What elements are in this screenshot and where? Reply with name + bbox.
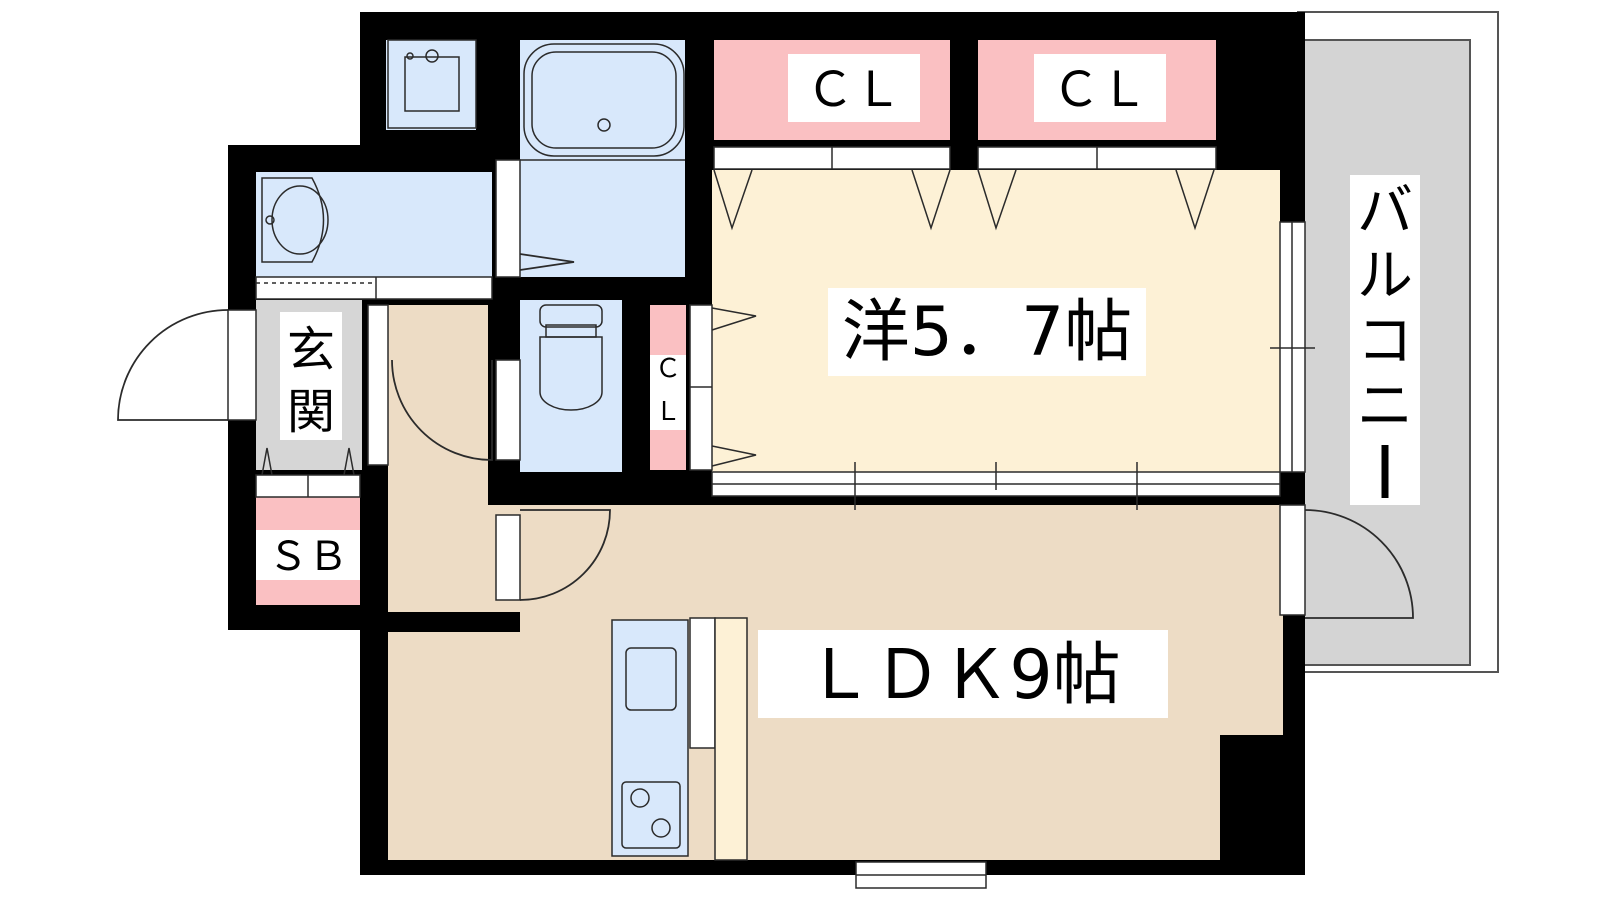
- closet-1-label: ＣＬ: [788, 54, 920, 122]
- balcony: [1297, 11, 1499, 673]
- toilet-icon: [539, 304, 603, 411]
- door-swings: [117, 253, 1414, 619]
- closet-1-text: ＣＬ: [806, 62, 902, 118]
- closet-3-text-top: Ｃ: [655, 354, 681, 384]
- kitchen-sink-icon: [611, 619, 689, 857]
- bathtub-icon: [520, 43, 685, 161]
- closet-fronts: [255, 146, 1217, 498]
- ldk-label: ＬＤＫ9帖: [758, 630, 1168, 718]
- closet-2-text: ＣＬ: [1052, 62, 1148, 118]
- western-room-label: 洋5．7帖: [828, 288, 1146, 376]
- shoe-box-label: ＳＢ: [256, 530, 360, 580]
- ldk-text: ＬＤＫ9帖: [805, 636, 1120, 715]
- entrance-label: 玄 関: [280, 312, 342, 440]
- kitchen-counter: [714, 617, 748, 861]
- balcony-char-1: バ: [1357, 179, 1413, 244]
- entrance-text-bottom: 関: [287, 384, 335, 440]
- closet-2-label: ＣＬ: [1034, 54, 1166, 122]
- partitions-and-windows: [227, 159, 1315, 889]
- balcony-char-2: ル: [1357, 244, 1413, 309]
- balcony-label: バ ル コ ニ: [1350, 175, 1420, 505]
- closet-3-text-bottom: Ｌ: [655, 397, 681, 427]
- balcony-char-4: ニ: [1357, 374, 1413, 439]
- washbasin-icon: [261, 177, 329, 263]
- gas-stove-icon: [621, 781, 681, 849]
- western-room-text: 洋5．7帖: [842, 293, 1133, 372]
- closet-3-label: Ｃ Ｌ: [650, 354, 686, 430]
- balcony-char-3: コ: [1357, 309, 1413, 374]
- entrance-text-top: 玄: [287, 322, 335, 378]
- shoe-box-text: ＳＢ: [268, 534, 348, 580]
- washing-machine-pan-icon: [387, 39, 477, 129]
